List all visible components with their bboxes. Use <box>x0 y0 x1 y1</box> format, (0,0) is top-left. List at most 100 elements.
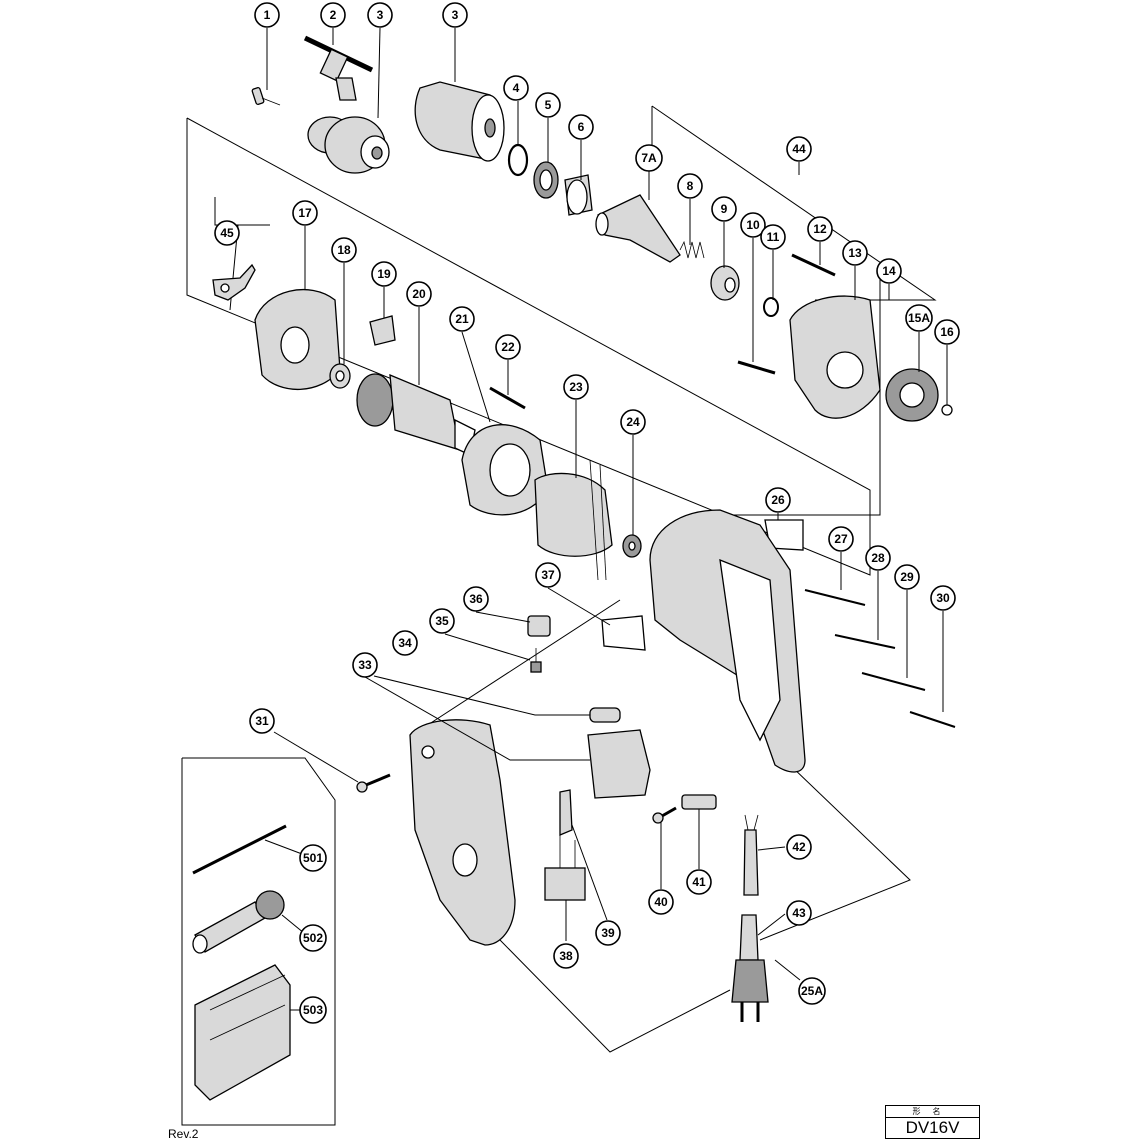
svg-text:19: 19 <box>377 267 391 281</box>
part-retaining-ring-11 <box>763 297 779 317</box>
callout-13: 13 <box>842 240 868 266</box>
callout-17: 17 <box>292 200 318 226</box>
part-label-37 <box>601 615 646 651</box>
callout-31: 31 <box>249 708 275 734</box>
callout-20: 20 <box>406 281 432 307</box>
title-block-header: 形名 <box>886 1106 979 1118</box>
svg-text:6: 6 <box>578 120 585 134</box>
callout-38: 38 <box>553 943 579 969</box>
svg-text:16: 16 <box>940 325 954 339</box>
part-cord-plug-43 <box>731 914 769 1022</box>
callout-3-keyless-chuck: 3 <box>442 2 468 28</box>
callout-7A: 7A <box>635 144 663 172</box>
model-number: DV16V <box>905 1118 960 1137</box>
svg-text:18: 18 <box>337 243 351 257</box>
svg-text:4: 4 <box>513 81 520 95</box>
callout-14: 14 <box>876 258 902 284</box>
callout-18: 18 <box>331 237 357 263</box>
callout-16: 16 <box>934 319 960 345</box>
callout-1: 1 <box>254 2 280 28</box>
part-cord-armor-42 <box>743 814 759 896</box>
svg-text:21: 21 <box>455 312 469 326</box>
part-lead-28 <box>834 634 896 649</box>
svg-text:37: 37 <box>541 568 555 582</box>
part-gear-15A <box>885 368 939 422</box>
part-screw-10 <box>737 360 776 375</box>
svg-text:11: 11 <box>767 230 780 244</box>
svg-text:10: 10 <box>746 218 760 232</box>
part-lead-27 <box>804 589 866 606</box>
part-bracket-45 <box>212 263 256 301</box>
part-clip-19 <box>369 315 396 346</box>
part-screw-12 <box>791 253 836 277</box>
part-housing-17 <box>254 288 341 391</box>
part-baffle-21 <box>461 424 549 516</box>
svg-text:27: 27 <box>834 532 848 546</box>
part-bearing-18 <box>329 363 351 389</box>
part-lead-29 <box>861 672 926 691</box>
svg-text:28: 28 <box>871 551 885 565</box>
part-bushing-9 <box>710 265 740 301</box>
part-brush-holder-36 <box>527 615 551 637</box>
callout-15A: 15A <box>905 304 933 332</box>
part-snap-ring-4 <box>507 143 529 177</box>
svg-text:17: 17 <box>298 206 312 220</box>
svg-text:34: 34 <box>398 636 412 650</box>
callout-39: 39 <box>595 920 621 946</box>
svg-text:20: 20 <box>412 287 426 301</box>
svg-text:503: 503 <box>303 1003 323 1017</box>
callout-12: 12 <box>807 216 833 242</box>
callout-24: 24 <box>620 409 646 435</box>
part-seal-5 <box>533 161 559 199</box>
svg-text:1: 1 <box>264 8 271 22</box>
leader-lines <box>264 27 948 1011</box>
callout-23: 23 <box>563 374 589 400</box>
part-ball-16 <box>941 404 953 416</box>
callout-503: 503 <box>299 996 327 1024</box>
svg-text:24: 24 <box>626 415 640 429</box>
assembly-group-lines <box>181 105 937 1126</box>
svg-text:41: 41 <box>692 875 706 889</box>
svg-text:43: 43 <box>792 906 806 920</box>
part-chuck-key <box>303 35 374 101</box>
part-screw-22 <box>489 386 526 410</box>
part-side-handle-502 <box>192 890 285 954</box>
svg-text:36: 36 <box>469 592 483 606</box>
callout-28: 28 <box>865 545 891 571</box>
callout-29: 29 <box>894 564 920 590</box>
svg-text:14: 14 <box>882 264 896 278</box>
callout-33: 33 <box>352 652 378 678</box>
svg-text:22: 22 <box>501 340 515 354</box>
callout-2: 2 <box>320 2 346 28</box>
callout-9: 9 <box>711 196 737 222</box>
svg-text:7A: 7A <box>641 151 657 165</box>
part-gear-cover-13 <box>789 295 881 419</box>
callout-44: 44 <box>786 136 812 162</box>
callout-21: 21 <box>449 306 475 332</box>
callout-4: 4 <box>503 75 529 101</box>
part-stator-23 <box>534 459 613 581</box>
callout-8: 8 <box>677 173 703 199</box>
part-switch-33 <box>587 729 651 799</box>
callout-10: 10 <box>740 212 766 238</box>
svg-text:25A: 25A <box>801 984 823 998</box>
svg-text:38: 38 <box>559 949 573 963</box>
callout-501: 501 <box>299 844 327 872</box>
svg-text:33: 33 <box>358 658 372 672</box>
svg-text:23: 23 <box>569 380 583 394</box>
svg-text:29: 29 <box>900 570 914 584</box>
callout-42: 42 <box>786 834 812 860</box>
svg-text:3: 3 <box>452 8 459 22</box>
part-rod-501 <box>192 824 287 875</box>
svg-text:5: 5 <box>545 98 552 112</box>
callout-11: 11 <box>760 224 786 250</box>
svg-text:35: 35 <box>435 614 449 628</box>
callout-25A: 25A <box>798 977 826 1005</box>
svg-text:3: 3 <box>377 8 384 22</box>
callout-3-key-chuck: 3 <box>367 2 393 28</box>
callout-43: 43 <box>786 900 812 926</box>
callout-30: 30 <box>930 585 956 611</box>
callout-27: 27 <box>828 526 854 552</box>
title-block: 形名 DV16V <box>885 1105 980 1139</box>
